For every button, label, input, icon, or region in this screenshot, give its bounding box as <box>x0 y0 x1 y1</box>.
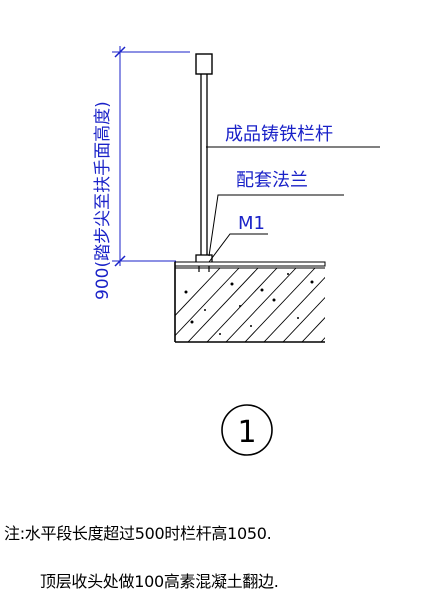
detail-marker-number: 1 <box>237 415 256 450</box>
aggregate-speck <box>297 317 299 319</box>
aggregate-speck <box>310 280 314 284</box>
height-dimension: 900(踏步尖至扶手面高度) <box>93 46 190 300</box>
aggregate-speck <box>272 298 276 302</box>
dimension-tick-bottom <box>114 255 126 267</box>
handrail-cap <box>195 53 213 75</box>
aggregate-speck <box>239 305 241 307</box>
hatch-line <box>282 296 325 342</box>
hatch-line <box>175 267 240 337</box>
aggregate-speck <box>184 290 188 294</box>
callout-part-label: M1 <box>238 213 265 234</box>
callout-railing: 成品铸铁栏杆 <box>206 124 380 148</box>
callout-flange-label: 配套法兰 <box>236 170 308 191</box>
callout-flange: 配套法兰 <box>208 170 344 257</box>
hatch-line <box>263 276 325 342</box>
hatch-line <box>187 267 259 342</box>
detail-marker: 1 <box>221 404 273 456</box>
leader-flange <box>208 194 344 257</box>
hatch-line <box>244 267 316 342</box>
detail-marker-circle <box>221 404 273 456</box>
note-line-1: 注:水平段长度超过500时栏杆高1050. <box>4 524 272 543</box>
callout-railing-label: 成品铸铁栏杆 <box>225 124 333 145</box>
concrete-slab-section <box>174 261 410 343</box>
finish-layer <box>174 261 326 267</box>
aggregate-speck <box>230 282 234 286</box>
aggregate-speck <box>219 333 221 335</box>
hatch-line <box>175 267 221 317</box>
aggregate-speck <box>204 309 206 311</box>
aggregate-speck <box>250 325 252 327</box>
hatch-line <box>320 337 325 342</box>
hatch-line <box>206 267 278 342</box>
leader-part <box>208 233 268 263</box>
dimension-tick-top <box>114 46 126 58</box>
dimension-label: 900(踏步尖至扶手面高度) <box>93 101 113 300</box>
aggregate-speck <box>190 320 194 324</box>
callout-part: M1 <box>208 213 268 263</box>
hatch-line <box>301 317 325 342</box>
aggregate-speck <box>287 273 289 275</box>
hatch-line <box>340 268 410 342</box>
railing-assembly <box>195 53 213 272</box>
concrete-hatch <box>175 267 410 342</box>
aggregate-speck <box>260 288 264 292</box>
note-line-2: 顶层收头处做100高素混凝土翻边. <box>40 572 279 591</box>
hatch-line <box>225 267 297 342</box>
